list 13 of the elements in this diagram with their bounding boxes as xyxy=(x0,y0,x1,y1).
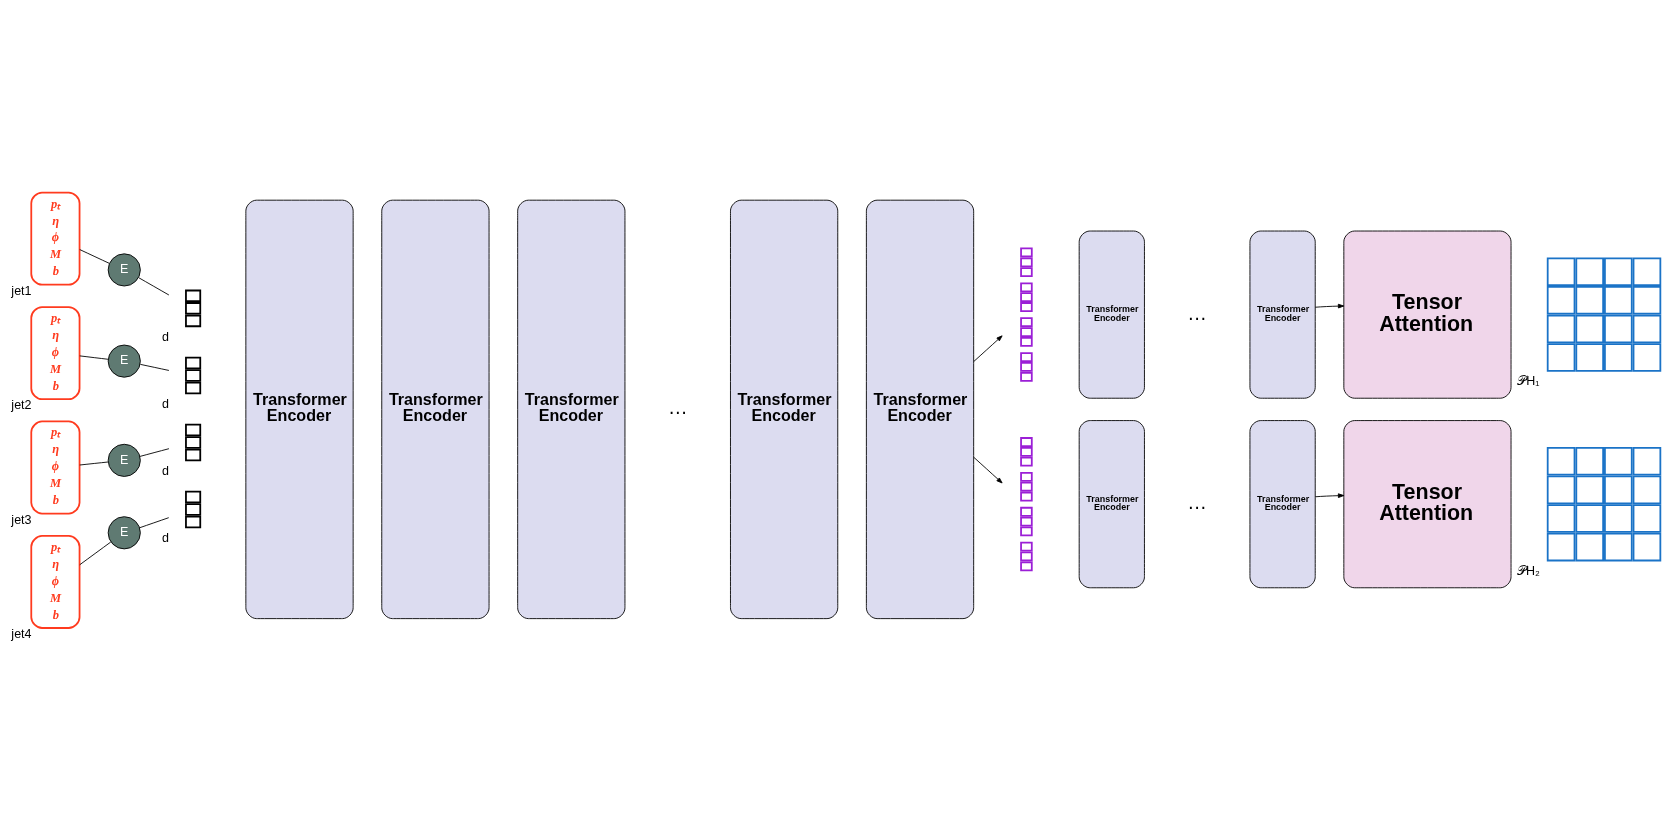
label: … xyxy=(1187,301,1208,324)
node-label: jet3 xyxy=(11,512,32,527)
label: … xyxy=(667,395,688,418)
node-label: d xyxy=(161,530,169,545)
node-label: d xyxy=(161,396,169,411)
node-label: jet1 xyxy=(11,283,32,298)
node-label: d xyxy=(161,463,169,478)
node-label: jet2 xyxy=(11,397,32,412)
node-label: d xyxy=(161,329,169,344)
node-label: jet4 xyxy=(11,626,32,641)
label: … xyxy=(1187,490,1208,513)
node-label: 𝒫H₁ xyxy=(1517,373,1540,388)
node-label: 𝒫H₂ xyxy=(1517,563,1540,578)
